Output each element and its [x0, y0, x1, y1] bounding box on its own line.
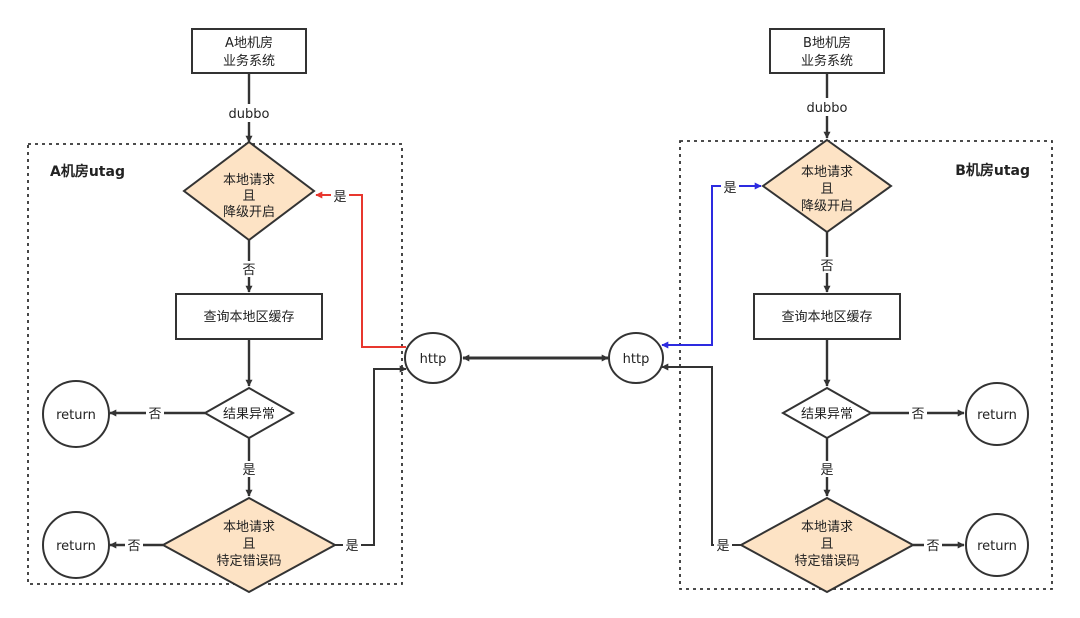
a-decision-errcode-line2: 且	[242, 537, 255, 552]
a-no-label-1: 否	[242, 263, 255, 278]
a-no-label-1-bg	[240, 261, 258, 277]
a-no-label-3-bg	[125, 537, 143, 553]
b-decision-degrade-line3: 降级开启	[801, 199, 853, 214]
b-no-label-3: 否	[926, 539, 939, 554]
b-no-label-1: 否	[820, 259, 833, 274]
a-yes-label-2: 是	[242, 463, 255, 478]
a-yes-to-http-arrow	[335, 365, 407, 546]
b-no-label-1-bg	[818, 257, 836, 273]
b-system-label-line2: 业务系统	[801, 53, 853, 69]
a-dubbo-label: dubbo	[229, 107, 270, 122]
b-yes-to-http-arrow	[661, 363, 741, 546]
b-system-box	[769, 28, 885, 74]
b-http-to-decision-arrow	[661, 182, 762, 349]
b-decision-errcode	[738, 496, 916, 594]
a-dubbo-label-bg	[224, 104, 274, 122]
b-yes-http-label: 是	[723, 181, 736, 196]
b-http-label: http	[623, 352, 650, 367]
b-decision-error-label: 结果异常	[801, 407, 853, 422]
b-http-node	[608, 332, 664, 384]
a-region-label: A机房utag	[50, 163, 125, 180]
b-region-boundary	[679, 140, 1053, 590]
a-yes-http-label: 是	[333, 190, 346, 205]
a-return-node-2	[42, 511, 110, 579]
b-region-label: B机房utag	[955, 162, 1030, 179]
a-return-label-1: return	[56, 408, 96, 423]
b-no-label-3-bg	[924, 537, 942, 553]
a-yes-label-3-bg	[343, 537, 361, 553]
b-decision-errcode-line1: 本地请求	[801, 520, 853, 535]
b-yes-label-2: 是	[820, 463, 833, 478]
b-yes-label-2-bg	[818, 461, 836, 477]
a-http-label: http	[420, 352, 447, 367]
a-yes-http-label-bg	[331, 188, 349, 204]
b-dubbo-label: dubbo	[807, 101, 848, 116]
a-decision-error-label: 结果异常	[223, 407, 275, 422]
a-query-box	[175, 293, 323, 340]
b-yes-label-3: 是	[716, 539, 729, 554]
a-system-label-line2: 业务系统	[223, 53, 275, 69]
a-decision-errcode-line3: 特定错误码	[216, 554, 281, 569]
b-return-node-2	[965, 513, 1029, 577]
a-no-label-3: 否	[127, 539, 140, 554]
a-no-label-2-bg	[146, 405, 164, 421]
b-query-label: 查询本地区缓存	[781, 310, 872, 325]
a-query-label: 查询本地区缓存	[203, 310, 294, 325]
a-http-to-decision-arrow	[315, 191, 406, 348]
a-return-label-2: return	[56, 539, 96, 554]
a-no-label-2: 否	[148, 407, 161, 422]
b-return-label-2: return	[977, 539, 1017, 554]
b-decision-errcode-line2: 且	[820, 537, 833, 552]
b-system-label-line1: B地机房	[803, 35, 851, 51]
a-decision-errcode-line1: 本地请求	[223, 520, 275, 535]
a-decision-degrade-line1: 本地请求	[223, 173, 275, 188]
a-system-box	[191, 28, 307, 74]
b-yes-label-3-bg	[714, 537, 732, 553]
b-decision-errcode-line3: 特定错误码	[794, 554, 859, 569]
b-return-node-1	[965, 382, 1029, 446]
a-http-node	[404, 332, 462, 384]
a-yes-label-3: 是	[345, 539, 358, 554]
a-return-node-1	[42, 380, 110, 448]
b-no-label-2: 否	[911, 407, 924, 422]
b-query-box	[753, 293, 901, 340]
b-dubbo-label-bg	[802, 98, 852, 116]
a-system-label-line1: A地机房	[225, 35, 273, 51]
a-decision-errcode	[160, 496, 338, 594]
b-decision-degrade-line1: 本地请求	[801, 165, 853, 180]
b-return-label-1: return	[977, 408, 1017, 423]
a-region-boundary	[27, 143, 403, 585]
a-yes-label-2-bg	[240, 461, 258, 477]
a-decision-degrade-line3: 降级开启	[223, 205, 275, 220]
b-no-label-2-bg	[909, 405, 927, 421]
a-decision-degrade-line2: 且	[242, 189, 255, 204]
b-yes-http-label-bg	[721, 179, 739, 195]
b-decision-degrade-line2: 且	[820, 182, 833, 197]
